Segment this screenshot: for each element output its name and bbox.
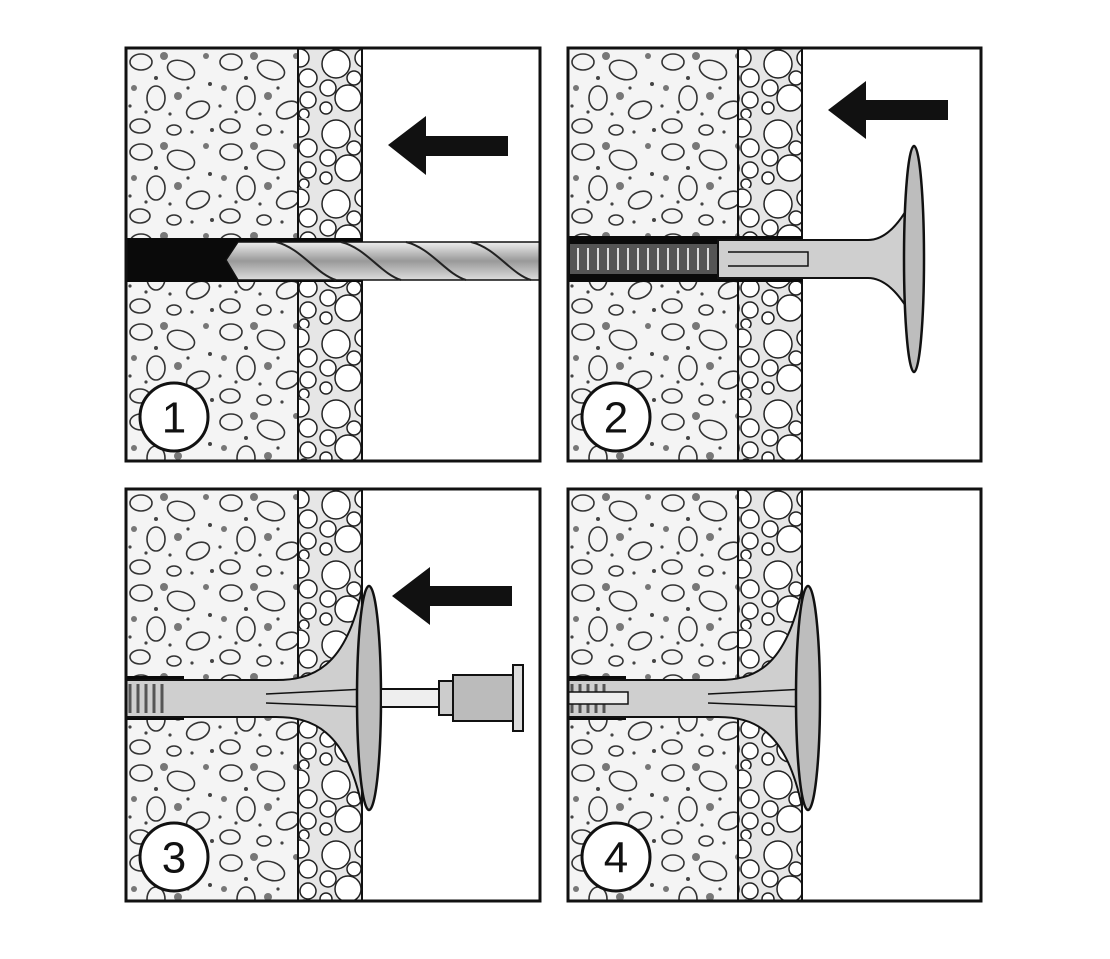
step-number-badge: 4 — [580, 821, 652, 893]
step-number: 3 — [162, 834, 186, 883]
arrow-left-icon — [828, 81, 948, 139]
insulation-dowel — [570, 144, 926, 374]
installed-dowel — [567, 584, 822, 812]
step-number-badge: 2 — [580, 381, 652, 453]
step-number-badge: 3 — [138, 821, 210, 893]
drill-bit-icon — [225, 241, 541, 281]
step-number-badge: 1 — [138, 381, 210, 453]
step-3-panel: 3 — [124, 487, 542, 903]
step-number: 4 — [604, 834, 628, 883]
step-4-panel: 4 — [566, 487, 983, 903]
arrow-left-icon — [392, 567, 512, 625]
step-2-panel: 2 — [566, 46, 983, 463]
step-number: 1 — [162, 394, 186, 443]
nail-setting-tool — [380, 664, 524, 732]
arrow-left-icon — [388, 116, 508, 175]
step-number: 2 — [604, 394, 628, 443]
step-1-panel: 1 — [124, 46, 542, 463]
